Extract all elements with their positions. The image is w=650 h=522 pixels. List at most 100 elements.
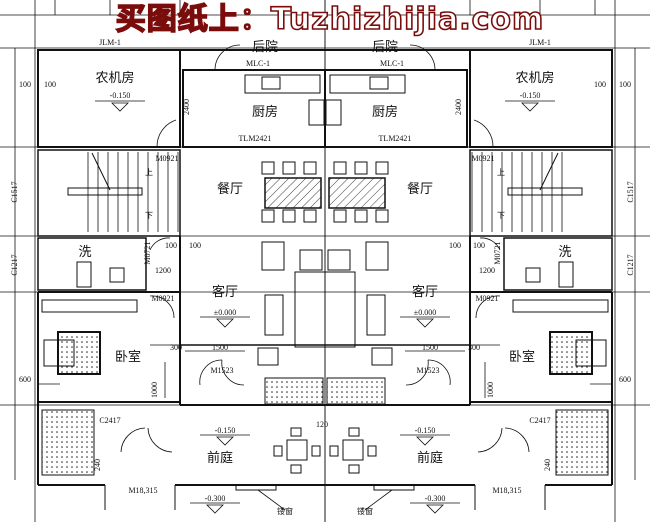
wash-right: 洗 bbox=[558, 245, 571, 260]
sofa-icon bbox=[324, 271, 356, 348]
chair-icon bbox=[367, 445, 377, 457]
chair-icon bbox=[273, 445, 283, 457]
dim-2400-right: 2400 bbox=[454, 99, 463, 115]
chair-icon bbox=[348, 464, 360, 474]
door-arc bbox=[214, 44, 241, 71]
door-arc bbox=[149, 237, 171, 251]
door-arc bbox=[504, 427, 530, 453]
elev-machinery-left: -0.150 bbox=[110, 91, 131, 100]
planter-box bbox=[264, 377, 324, 405]
dim-1500-left: 1500 bbox=[212, 343, 228, 352]
wash-room-wall bbox=[503, 237, 613, 291]
door-m1523-left: M1523 bbox=[210, 366, 233, 375]
chair-icon bbox=[261, 161, 275, 175]
door-m0721-left: M0721 bbox=[143, 241, 152, 264]
leader-line bbox=[364, 489, 393, 511]
dim-100d-right: 100 bbox=[449, 241, 461, 250]
stair-down-left: 下 bbox=[145, 211, 153, 220]
front-court-right: 前庭 bbox=[417, 450, 443, 466]
door-arc bbox=[405, 359, 429, 386]
planter-box bbox=[326, 377, 386, 405]
chair-icon bbox=[257, 347, 279, 366]
dim-100b-left: 100 bbox=[44, 80, 56, 89]
dim-600-left: 600 bbox=[19, 375, 31, 384]
dining-left: 餐厅 bbox=[217, 181, 243, 197]
stair-wall bbox=[37, 149, 181, 237]
dim-100b-right: 100 bbox=[594, 80, 606, 89]
side-table-icon bbox=[327, 249, 351, 271]
win-c1217-left: C1217 bbox=[10, 254, 19, 275]
lattice-window-left: 镂窗 bbox=[277, 506, 293, 516]
chair-icon bbox=[261, 209, 275, 223]
elev-living-right: ±0.000 bbox=[414, 308, 436, 317]
door-arc bbox=[221, 359, 245, 386]
elev-living-left: ±0.000 bbox=[214, 308, 236, 317]
dim-240-right: 240 bbox=[543, 459, 552, 471]
stair-wall bbox=[469, 149, 613, 237]
wash-left: 洗 bbox=[78, 245, 91, 260]
dim-100a-right: 100 bbox=[619, 80, 631, 89]
kitchen-wall bbox=[324, 69, 468, 148]
door-m0921a-left: M0921 bbox=[155, 154, 178, 163]
chair-icon bbox=[333, 161, 347, 175]
kitchen-counter bbox=[329, 74, 406, 94]
door-m0721-right: M0721 bbox=[493, 241, 502, 264]
basin-icon bbox=[525, 267, 541, 283]
win-c1517-right: C1517 bbox=[626, 181, 635, 202]
stove-icon bbox=[308, 99, 325, 126]
door-arc bbox=[147, 427, 173, 453]
dim-300-left: 300 bbox=[170, 343, 182, 352]
elevation-triangle bbox=[416, 318, 434, 328]
chair-icon bbox=[375, 161, 389, 175]
door-arc bbox=[477, 427, 503, 453]
bedroom-left: 卧室 bbox=[115, 349, 141, 365]
elev-outside-left: -0.300 bbox=[205, 494, 226, 503]
dim-2400-left: 2400 bbox=[182, 99, 191, 115]
dim-1500-right: 1500 bbox=[422, 343, 438, 352]
sink-icon bbox=[261, 76, 281, 90]
door-arc bbox=[479, 237, 501, 251]
door-tlm-right: TLM2421 bbox=[379, 134, 412, 143]
elevation-triangle bbox=[111, 102, 129, 112]
chair-icon bbox=[282, 161, 296, 175]
patio-table-icon bbox=[286, 439, 308, 461]
door-mlc-right: MLC-1 bbox=[380, 59, 404, 68]
dining-table bbox=[328, 177, 386, 209]
front-court-left: 前庭 bbox=[207, 450, 233, 466]
bedroom-right: 卧室 bbox=[509, 349, 535, 365]
stair-handrail bbox=[507, 187, 583, 196]
door-jlm-left: JLM-1 bbox=[99, 38, 121, 47]
basin-icon bbox=[109, 267, 125, 283]
door-arc bbox=[475, 295, 501, 319]
elevation-triangle bbox=[521, 102, 539, 112]
wardrobe-icon bbox=[512, 299, 609, 313]
door-arc bbox=[199, 359, 223, 386]
door-m0921a-right: M0921 bbox=[471, 154, 494, 163]
door-arc bbox=[156, 119, 177, 148]
machinery-room-wall bbox=[469, 49, 613, 148]
door-m1523-right: M1523 bbox=[416, 366, 439, 375]
elevation-triangle bbox=[416, 436, 434, 446]
dining-table bbox=[264, 177, 322, 209]
coffee-table-icon bbox=[366, 294, 386, 336]
toilet-icon bbox=[558, 261, 574, 288]
chair-icon bbox=[303, 161, 317, 175]
win-c1217-right: C1217 bbox=[626, 254, 635, 275]
sofa-icon bbox=[294, 271, 326, 348]
door-arc bbox=[409, 44, 436, 71]
watermark: 买图纸上：Tuzhizhijia.com bbox=[116, 2, 545, 37]
door-m0921b-right: M0921 bbox=[475, 294, 498, 303]
door-m18-left: M18,315 bbox=[128, 486, 157, 495]
pillow-icon bbox=[43, 339, 75, 367]
stair-handrail bbox=[67, 187, 143, 196]
stove-icon bbox=[325, 99, 342, 126]
chair-icon bbox=[371, 347, 393, 366]
toilet-icon bbox=[76, 261, 92, 288]
leader-line bbox=[257, 489, 286, 511]
wardrobe-icon bbox=[41, 299, 138, 313]
elevation-triangle bbox=[216, 436, 234, 446]
chair-icon bbox=[354, 161, 368, 175]
patio-table-icon bbox=[342, 439, 364, 461]
